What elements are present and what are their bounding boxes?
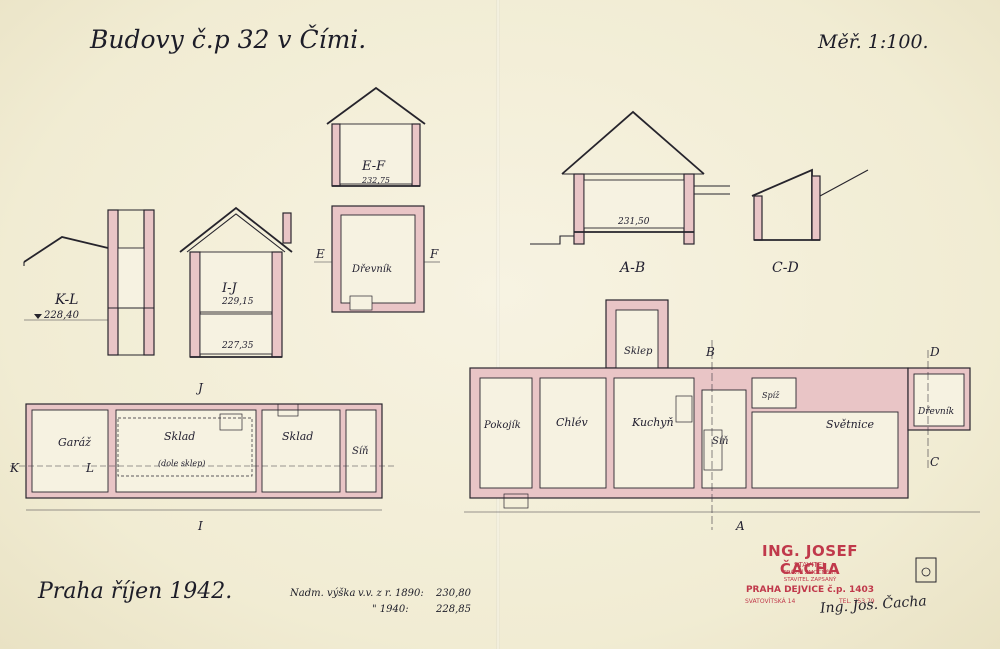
plan-right-room-6: Světnice [826,418,874,431]
architect-stamp: ING. JOSEF ČACHA STAVITEL PRÁVNÍ ZMOCNĚN… [735,542,885,620]
stamp-street: SVATOVÍTSKÁ 14 [745,598,796,605]
section-kl-label: K-L [54,292,78,308]
section-ef: E-F 232,75 Dřevník E F [314,86,440,313]
plan-right-room-5: Spíž [762,391,780,400]
place-date: Praha říjen 1942. [37,579,232,604]
section-ef-marker-f: F [429,247,439,261]
plan-right-room-4: Síň [712,436,729,447]
drawing-title: Budovy č.p 32 v Čími. [89,25,366,54]
plan-left-room-2-note: (dole sklep) [158,459,205,468]
elevation-row1-prefix: v.v. z r. 1890: [358,588,424,599]
section-ef-marker-e: E [315,247,325,261]
section-ij-label: I-J [221,281,238,296]
plan-right-marker-b: B [705,345,715,359]
plan-left-marker-k: K [9,461,20,475]
stamp-line-2: STAVITEL ZAPSANÝ [783,576,837,583]
elevation-row2-prefix: " 1940: [372,604,409,615]
plan-left-room-3: Sklad [282,430,313,443]
section-kl: K-L 228,40 [23,209,155,356]
section-ab: 231,50 A-B [530,110,730,276]
plan-right-room-8: Dřevník [917,406,954,417]
section-ij-level-lower: 227,35 [221,341,254,351]
elevation-row2-value: 228,85 [435,604,471,615]
section-kl-level: 228,40 [43,310,80,321]
stamp-lines: PRÁVNÍ ZMOCNĚNÝ STAVITEL ZAPSANÝ [735,570,885,583]
section-ab-level: 231,50 [617,217,650,227]
section-ij-level-upper: 229,15 [221,297,254,307]
plan-right-room-3: Kuchyň [631,416,674,429]
plan-right: Pokojík Chlév Kuchyň Síň Spíž Světnice S… [464,299,980,533]
section-ef-level: 232,75 [361,176,390,185]
plan-right-marker-a: A [735,519,745,533]
stamp-city: PRAHA DEJVICE č.p. 1403 [745,585,875,595]
stamp-line-1: PRÁVNÍ ZMOCNĚNÝ [783,570,837,576]
stamp-name: ING. JOSEF ČACHA [762,542,858,578]
section-cd-label: C-D [772,260,799,276]
plan-left-room-1: Garáž [58,436,91,449]
plan-left: Garáž Sklad (dole sklep) Sklad Síň K L I… [9,381,395,533]
section-cd: C-D [751,168,869,276]
plan-right-room-1: Pokojík [483,420,521,431]
legend-symbol-circle-icon [921,567,931,577]
plan-right-room-2: Chlév [556,416,589,429]
section-ef-label: E-F [361,159,386,174]
level-marker-icon [34,314,42,319]
section-ef-room: Dřevník [351,264,392,275]
plan-left-marker-i: I [197,519,203,533]
section-ij: I-J 229,15 227,35 [179,206,293,358]
elevation-label: Nadm. výška [289,588,355,599]
stamp-phone: TEL. 753.79 [839,598,875,605]
section-ab-label: A-B [618,260,645,276]
drawing-scale: Měř. 1:100. [817,31,929,53]
plan-left-room-2: Sklad [164,430,195,443]
elevation-row1-value: 230,80 [435,588,472,599]
plan-left-marker-j: J [195,381,204,395]
stamp-title: STAVITEL [794,561,826,569]
plan-right-marker-c: C [930,455,939,469]
plan-left-marker-l: L [85,461,94,475]
paper-fold [496,0,500,649]
plan-right-room-7: Sklep [624,346,653,357]
legend-symbol-icon [915,557,937,583]
plan-right-marker-d: D [929,345,940,359]
plan-left-room-4: Síň [352,446,369,457]
